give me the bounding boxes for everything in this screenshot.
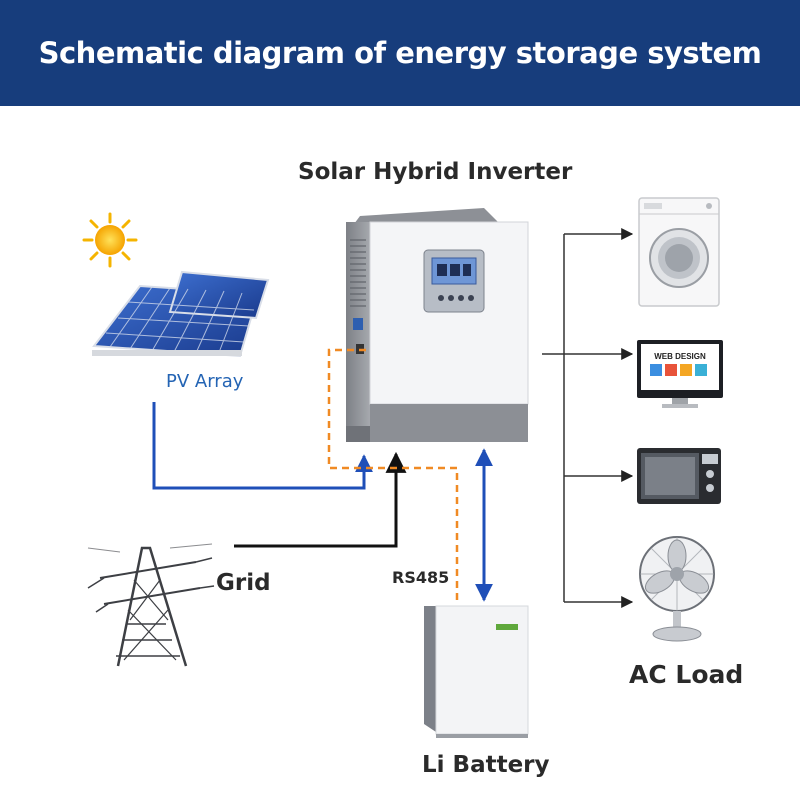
ac-load-label: AC Load [629, 660, 744, 689]
grid-label: Grid [216, 570, 271, 596]
grid-connection-line [234, 451, 407, 548]
battery-label: Li Battery [422, 752, 550, 778]
microwave-icon [637, 448, 721, 504]
battery-icon [424, 605, 529, 738]
power-tower-icon [87, 543, 215, 667]
washing-machine-icon [638, 197, 720, 307]
solar-panel-icon [92, 270, 270, 358]
pv-connection-line [152, 402, 373, 490]
pv-array-label: PV Array [166, 371, 244, 392]
inverter-label: Solar Hybrid Inverter [298, 159, 573, 185]
pv-array-label-bg [150, 366, 260, 396]
monitor-icon: WEB DESIGN [637, 340, 723, 408]
ac-load-connection-lines [542, 228, 634, 608]
page-title: Schematic diagram of energy storage syst… [38, 36, 762, 70]
header-banner: Schematic diagram of energy storage syst… [0, 0, 800, 106]
sun-icon [82, 212, 138, 268]
rs485-label: RS485 [392, 568, 450, 587]
inverter-icon [346, 208, 529, 442]
rs485-connection-line [327, 348, 459, 604]
monitor-screen-text: WEB DESIGN [654, 352, 706, 361]
fan-icon [639, 536, 715, 642]
